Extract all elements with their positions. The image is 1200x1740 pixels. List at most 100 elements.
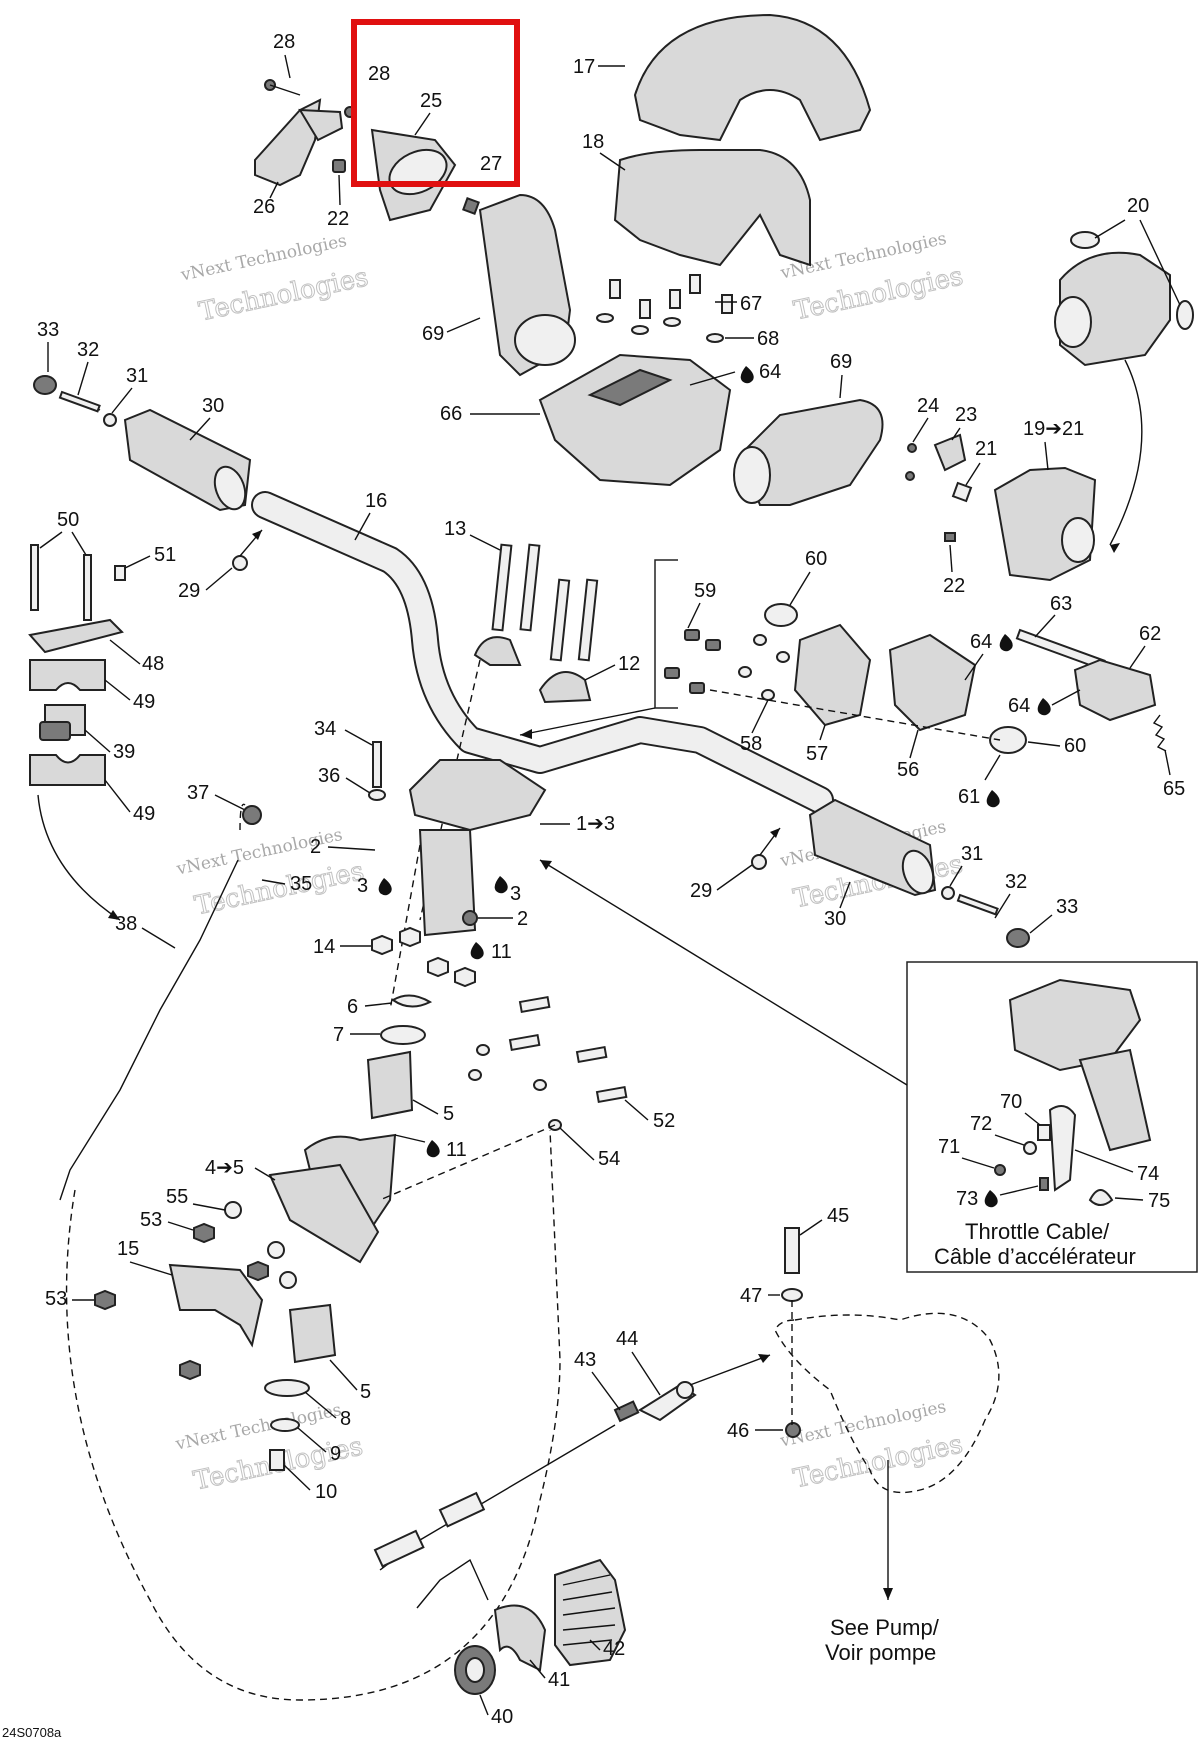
callout-59: 59 bbox=[694, 580, 716, 602]
part-1-column-head bbox=[408, 759, 547, 832]
part-42-fitting bbox=[554, 1558, 627, 1667]
callouts-left-grip: 33 32 31 30 16 29 bbox=[37, 319, 387, 602]
part-60-bushing bbox=[764, 603, 798, 627]
part-45-bolt bbox=[784, 1227, 800, 1274]
part-55-washer bbox=[224, 1201, 242, 1219]
callouts-topleft: 28 28 25 27 26 22 bbox=[253, 31, 502, 230]
callout-16: 16 bbox=[365, 490, 387, 512]
callout-54: 54 bbox=[598, 1148, 620, 1170]
callout-53: 53 bbox=[45, 1288, 67, 1310]
callout-45: 45 bbox=[827, 1205, 849, 1227]
part-56-block bbox=[888, 633, 977, 732]
callout-22: 22 bbox=[943, 575, 965, 597]
part-29-plug bbox=[751, 854, 767, 870]
callout-48: 48 bbox=[142, 653, 164, 675]
callouts-clamp-left: 50 51 48 49 39 49 bbox=[39, 509, 176, 825]
part-16-handlebar bbox=[253, 493, 832, 812]
callout-60: 60 bbox=[805, 548, 827, 570]
washers-68 bbox=[596, 313, 724, 343]
part-36-washer bbox=[368, 789, 386, 801]
part-13-bolt bbox=[577, 578, 599, 662]
callout-38: 38 bbox=[115, 913, 137, 935]
callout-29: 29 bbox=[690, 880, 712, 902]
part-57-block bbox=[793, 623, 872, 727]
part-15-bracket bbox=[168, 1263, 264, 1348]
callout-5: 5 bbox=[443, 1103, 454, 1125]
part-7-washer bbox=[380, 1025, 426, 1045]
callout-58: 58 bbox=[740, 733, 762, 755]
callout-2: 2 bbox=[517, 908, 528, 930]
part-48-plate bbox=[28, 618, 124, 654]
callouts-upper-clamp: 13 12 bbox=[444, 518, 640, 681]
throttle-bracket-group bbox=[519, 559, 1167, 754]
mirror-bracket-group bbox=[254, 79, 480, 222]
part-69-mirror-right-port bbox=[733, 446, 771, 504]
callouts-throttle-inset: 70 72 71 74 73 75 Throttle Cable/ Câble … bbox=[934, 1091, 1170, 1269]
upper-clamp-group bbox=[419, 543, 599, 921]
part-13-bolt bbox=[519, 543, 541, 632]
part-13-bolt bbox=[549, 578, 571, 662]
screws-67 bbox=[609, 274, 733, 319]
grease-drop-icon bbox=[986, 790, 1000, 808]
callout-15: 15 bbox=[117, 1238, 139, 1260]
clamp-group-left bbox=[28, 544, 126, 921]
lower-support bbox=[94, 994, 628, 1471]
part-26-bracket bbox=[254, 98, 322, 187]
callout-3: 3 bbox=[510, 883, 521, 905]
callout-11: 11 bbox=[446, 1139, 467, 1161]
part-32-screw bbox=[58, 390, 101, 413]
callout-60: 60 bbox=[1064, 735, 1086, 757]
callout-74: 74 bbox=[1137, 1163, 1159, 1185]
part-18-cover bbox=[613, 149, 811, 267]
part-23-spring bbox=[933, 433, 967, 472]
callout-34: 34 bbox=[314, 718, 336, 740]
callout-1-3: 1➔3 bbox=[576, 813, 615, 835]
callout-67: 67 bbox=[740, 293, 762, 315]
part-29-plug bbox=[232, 555, 248, 571]
part-34-bolt bbox=[372, 741, 382, 788]
callout-22: 22 bbox=[327, 208, 349, 230]
inset-column-shaft bbox=[1078, 1048, 1152, 1152]
grease-drop-icon bbox=[999, 634, 1013, 652]
grease-drop-icon bbox=[494, 876, 508, 894]
callout-30: 30 bbox=[202, 395, 224, 417]
caption-pump-fr: Voir pompe bbox=[825, 1640, 936, 1665]
part-8-washer bbox=[264, 1379, 310, 1397]
callout-42: 42 bbox=[603, 1638, 625, 1660]
inset-column-head bbox=[1008, 978, 1142, 1072]
callout-43: 43 bbox=[574, 1349, 596, 1371]
callout-44: 44 bbox=[616, 1328, 638, 1350]
caption-throttle-en: Throttle Cable/ bbox=[965, 1219, 1110, 1244]
highlight-box bbox=[351, 19, 520, 187]
callout-50: 50 bbox=[57, 509, 79, 531]
grease-drop-icon bbox=[426, 1140, 440, 1158]
callout-23: 23 bbox=[955, 404, 977, 426]
part-50-bolt bbox=[83, 554, 92, 621]
callout-6: 6 bbox=[347, 996, 358, 1018]
callout-11: 11 bbox=[491, 941, 512, 963]
part-32-screw bbox=[956, 893, 999, 916]
part-12-clamp bbox=[538, 671, 592, 704]
callout-39: 39 bbox=[113, 741, 135, 763]
part-49-clamp-upper bbox=[29, 659, 106, 691]
callout-51: 51 bbox=[154, 544, 176, 566]
callout-73: 73 bbox=[956, 1188, 978, 1210]
part-33-cap bbox=[33, 375, 57, 395]
part-6-clip bbox=[391, 994, 433, 1008]
part-43-nut bbox=[613, 1400, 640, 1423]
document-code: 24S0708a bbox=[2, 1725, 62, 1740]
callout-46: 46 bbox=[727, 1420, 749, 1442]
callout-56: 56 bbox=[897, 759, 919, 781]
callout-33: 33 bbox=[1056, 896, 1078, 918]
callout-2: 2 bbox=[310, 836, 321, 858]
callout-33: 33 bbox=[37, 319, 59, 341]
part-17-cover bbox=[633, 13, 872, 142]
part-74-tube bbox=[1048, 1105, 1077, 1192]
steering-column bbox=[368, 741, 547, 1011]
callout-26: 26 bbox=[253, 196, 275, 218]
callout-28: 28 bbox=[273, 31, 295, 53]
grease-drop-icon bbox=[378, 878, 392, 896]
callout-12: 12 bbox=[618, 653, 640, 675]
callout-27: 27 bbox=[480, 153, 502, 175]
